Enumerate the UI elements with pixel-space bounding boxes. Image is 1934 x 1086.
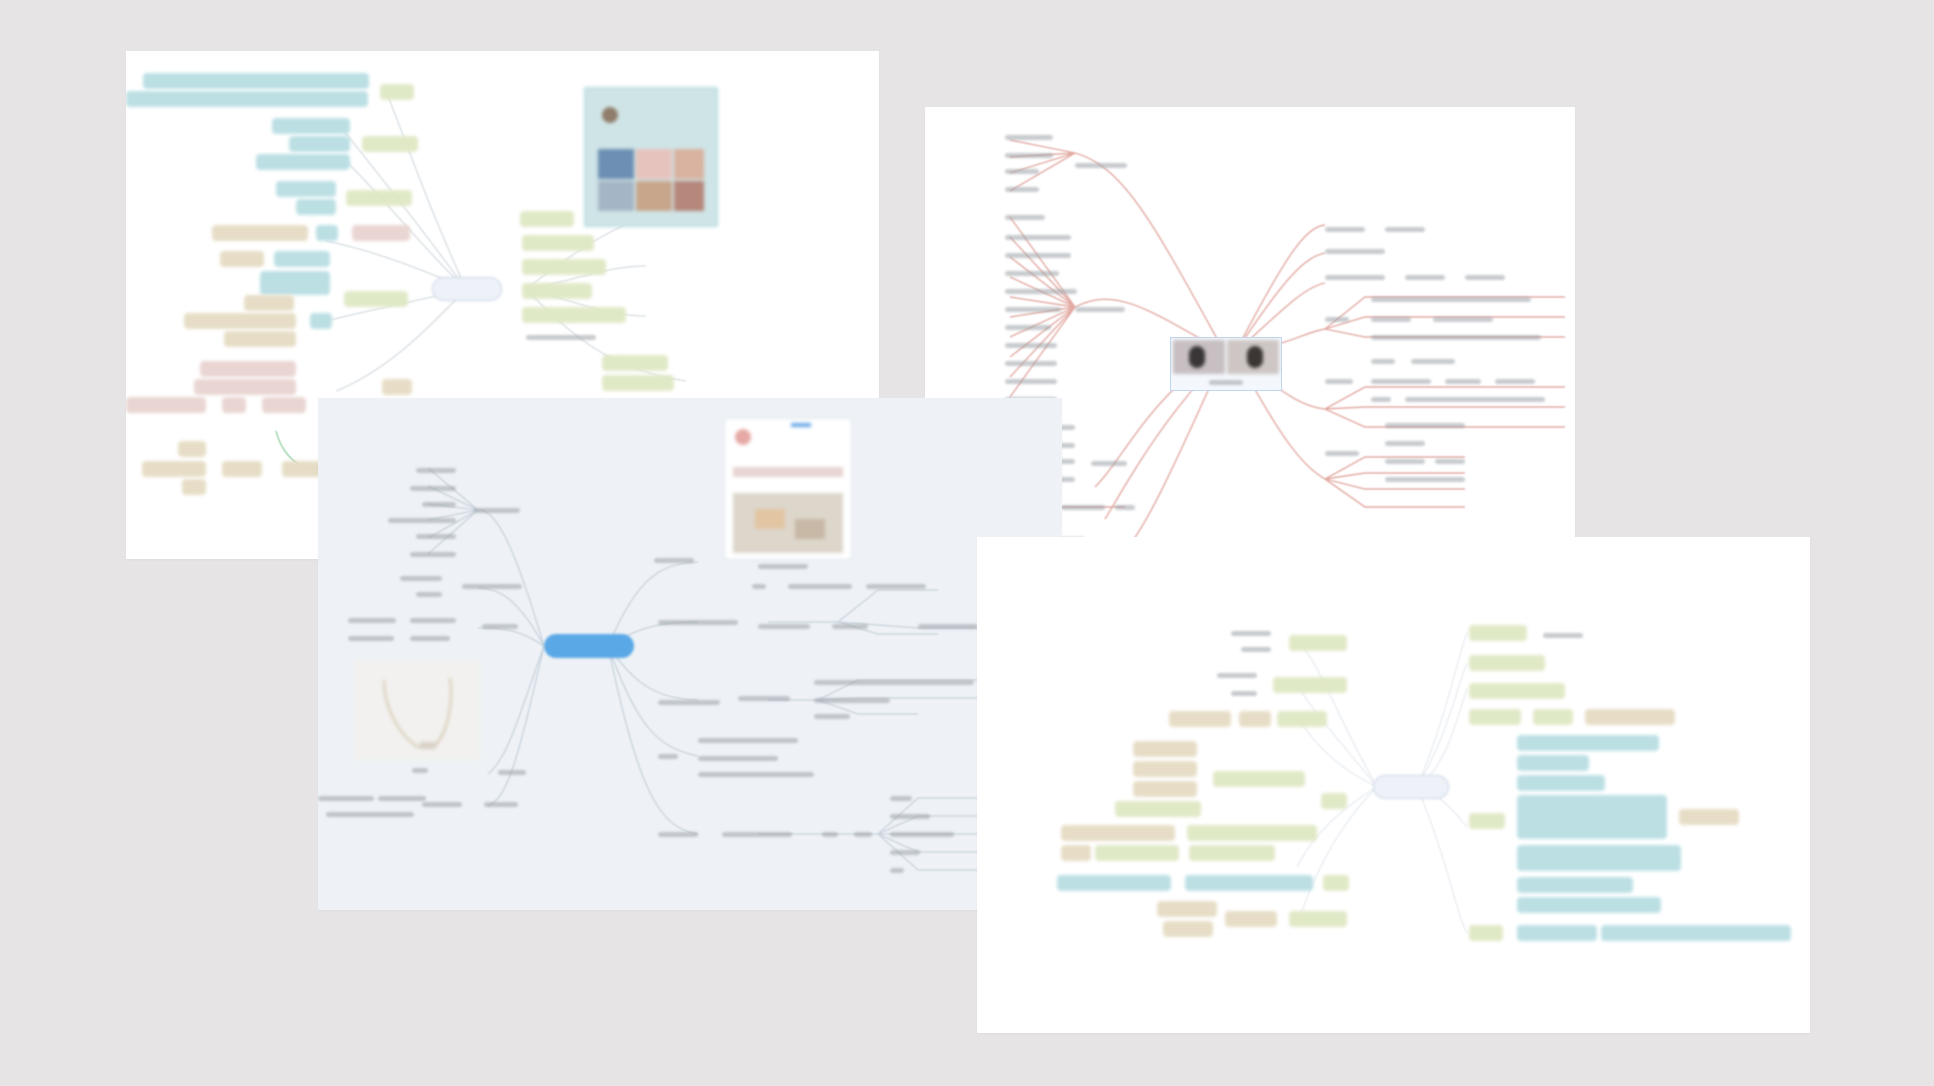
central-node-photo-frame [1170,337,1282,391]
mindmap-card-top-right [925,107,1575,613]
host-photo-right [1227,340,1279,374]
central-node [432,277,502,301]
central-node [1373,775,1449,799]
instagram-grid-thumbnail [724,418,852,560]
instagram-profile-thumbnail [584,87,718,227]
necklace-product-photo [354,660,480,760]
host-photo-left [1173,340,1225,374]
central-node-blue [544,634,634,658]
mindmap-card-center [318,398,1062,910]
mindmap-card-bottom-right [977,537,1810,1033]
